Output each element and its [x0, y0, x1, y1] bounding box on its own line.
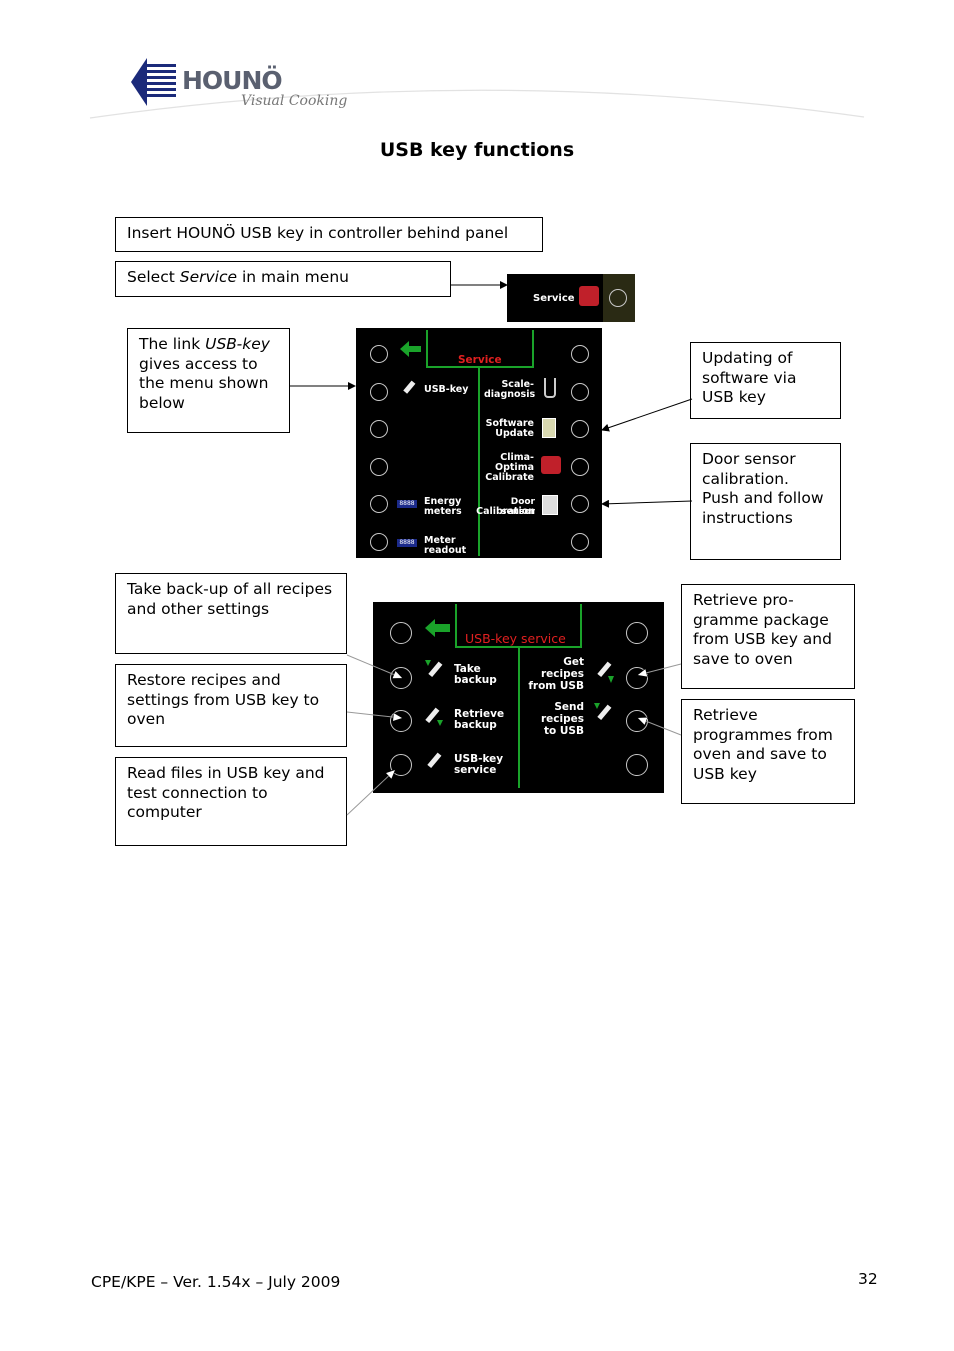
usb-key-service-screen: USB-key service Take backup Retrieve bac… — [373, 602, 664, 793]
scale-label-1: Scale- — [501, 379, 534, 390]
service-ring-r1[interactable] — [571, 345, 589, 363]
logo-brand: HOUNÖ — [182, 66, 283, 95]
readfiles-text: Read files in USB key and test connectio… — [127, 764, 325, 821]
service-ring-r5[interactable] — [571, 495, 589, 513]
service-ring-l2[interactable] — [370, 383, 388, 401]
page-title: USB key functions — [379, 139, 575, 161]
take-backup-label-2: backup — [454, 674, 497, 686]
get-recipes-label-3: from USB — [528, 680, 584, 692]
usb-link-em: USB-key — [205, 335, 270, 353]
retrieve-backup-label-2: backup — [454, 719, 497, 731]
energy-counter-icon: 8888 — [397, 500, 417, 508]
callout-restore: Restore recipes and settings from USB ke… — [115, 664, 347, 747]
usb-ring-l2[interactable] — [390, 667, 412, 689]
service-button-screen[interactable]: Service — [507, 274, 635, 322]
logo-mark-icon — [89, 58, 865, 119]
usb-key-icon — [400, 380, 416, 400]
get-recipes-label-2: recipes — [540, 668, 584, 680]
backup-text: Take back-up of all recipes and other se… — [127, 580, 333, 618]
service-ring-l5[interactable] — [370, 495, 388, 513]
usb-ring-l1[interactable] — [390, 622, 412, 644]
retrieve-prog-text: Retrieve programmes from oven and save t… — [693, 706, 833, 783]
service-ring-r6[interactable] — [571, 533, 589, 551]
energy-label-1: Energy — [424, 496, 462, 507]
door-label-2: Calibration — [476, 506, 535, 517]
usb-ring-l3[interactable] — [390, 710, 412, 732]
send-recipes-label-1: Send — [554, 701, 584, 713]
step-select-em: Service — [179, 268, 238, 286]
scale-diagnosis-icon — [544, 378, 556, 398]
callout-updating: Updating of software via USB key — [690, 342, 841, 419]
service-menu-screen: Service USB-key 8888 Energy meters 8888 … — [356, 328, 602, 558]
service-ring-l1[interactable] — [370, 345, 388, 363]
usb-ring-l4[interactable] — [390, 754, 412, 776]
step-select-post: in main menu — [237, 268, 349, 286]
retrieve-backup-label-1: Retrieve — [454, 708, 505, 720]
send-recipes-label-3: to USB — [544, 725, 584, 737]
step-insert-usb: Insert HOUNÖ USB key in controller behin… — [115, 217, 543, 252]
service-ring-r3[interactable] — [571, 420, 589, 438]
retrieve-backup-icon — [423, 706, 445, 732]
meter-label-2: readout — [424, 545, 467, 556]
software-label-2: Update — [495, 428, 534, 439]
usb-screen-header: USB-key service — [465, 631, 566, 646]
callout-read-files: Read files in USB key and test connectio… — [115, 757, 347, 846]
clima-label-1: Clima- — [500, 452, 534, 463]
meter-counter-icon: 8888 — [397, 539, 417, 547]
service-screen-header: Service — [458, 354, 502, 366]
clima-tools-icon — [541, 456, 561, 474]
door-label-1: Door sensor — [501, 497, 535, 517]
callout-retrieve-package: Retrieve pro-gramme package from USB key… — [681, 584, 855, 689]
callout-door-sensor: Door sensor calibration. Push and follow… — [690, 443, 841, 560]
take-backup-icon — [423, 660, 445, 684]
service-ring-r4[interactable] — [571, 458, 589, 476]
usb-key-service-label-1: USB-key — [454, 753, 504, 765]
footer-version: CPE/KPE – Ver. 1.54x – July 2009 — [91, 1273, 341, 1291]
usb-ring-r4[interactable] — [626, 754, 648, 776]
software-label-1: Software — [485, 418, 534, 429]
send-recipes-label-2: recipes — [540, 713, 584, 725]
send-recipes-icon — [592, 703, 614, 729]
logo-tagline: Visual Cooking — [241, 93, 348, 109]
get-recipes-icon — [595, 660, 617, 690]
updating-text: Updating of software via USB key — [702, 349, 797, 406]
scale-label-2: diagnosis — [484, 389, 536, 400]
usb-ring-r2[interactable] — [626, 667, 648, 689]
logo — [88, 55, 868, 125]
callout-take-backup: Take back-up of all recipes and other se… — [115, 573, 347, 654]
usb-back-arrow-icon[interactable] — [425, 618, 451, 642]
take-backup-label-1: Take — [454, 663, 481, 675]
service-usb-key-label: USB-key — [424, 384, 469, 395]
callout-usb-link: The link USB-key gives access to the men… — [127, 328, 290, 433]
restore-text: Restore recipes and settings from USB ke… — [127, 671, 320, 728]
step-select-service: Select Service in main menu — [115, 261, 451, 297]
usb-ring-r1[interactable] — [626, 622, 648, 644]
page-number: 32 — [858, 1270, 878, 1288]
callout-retrieve-programmes: Retrieve programmes from oven and save t… — [681, 699, 855, 804]
door-text: Door sensor calibration. Push and follow… — [702, 450, 824, 527]
energy-label-2: meters — [424, 506, 462, 517]
software-update-icon — [542, 418, 556, 438]
clima-label-3: Calibrate — [485, 472, 534, 483]
get-recipes-label-1: Get — [563, 656, 584, 668]
door-sensor-icon — [542, 495, 558, 515]
usb-key-service-icon — [425, 752, 443, 774]
usb-link-pre: The link — [139, 335, 206, 353]
step-select-pre: Select — [127, 268, 180, 286]
usb-link-post: gives access to the menu shown below — [139, 354, 269, 412]
clima-label-2: Optima — [495, 462, 534, 473]
service-ring-l4[interactable] — [370, 458, 388, 476]
back-arrow-icon[interactable] — [400, 340, 422, 362]
retrieve-pkg-text: Retrieve pro-gramme package from USB key… — [693, 591, 832, 668]
service-button-label: Service — [533, 293, 575, 304]
service-ring-r2[interactable] — [571, 383, 589, 401]
usb-key-service-label-2: service — [454, 764, 497, 776]
meter-label-1: Meter — [424, 535, 456, 546]
service-ring-l6[interactable] — [370, 533, 388, 551]
service-ring-l3[interactable] — [370, 420, 388, 438]
step-insert-text: Insert HOUNÖ USB key in controller behin… — [127, 224, 509, 242]
service-tools-icon — [579, 286, 599, 306]
service-button-ring — [609, 289, 627, 307]
